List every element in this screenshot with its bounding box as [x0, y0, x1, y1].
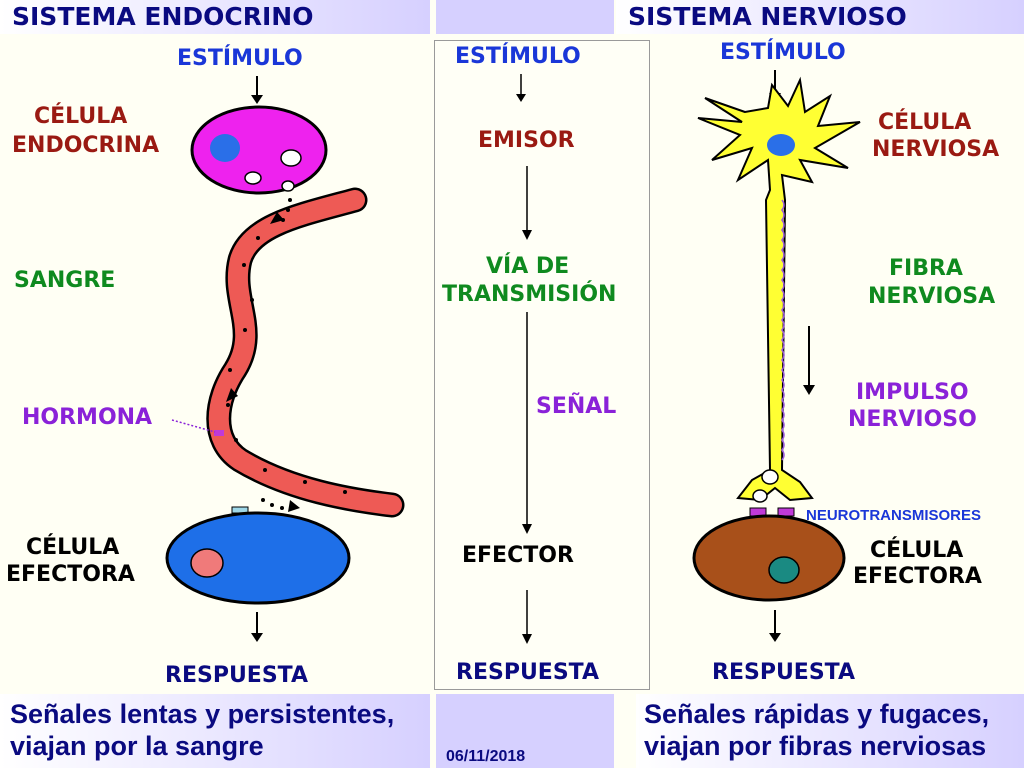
blood-vessel: [206, 187, 405, 518]
general-arrow-1: [516, 74, 526, 102]
nervous-effector-label-1: CÉLULA: [870, 538, 964, 563]
impulse-arrow: [803, 326, 815, 395]
hormone-pointer: [171, 419, 216, 433]
nerve-fiber-label-2: NERVIOSA: [868, 284, 996, 309]
emitter-label: EMISOR: [478, 128, 575, 153]
nervous-stimulus-label: ESTÍMULO: [720, 40, 846, 65]
summary-band-left: [0, 694, 430, 768]
endocrine-effector-label-2: EFECTORA: [6, 562, 135, 587]
general-arrow-3: [522, 312, 532, 534]
neuron: [697, 76, 861, 517]
endocrine-effector-cell: [165, 511, 351, 605]
neurotransmitters-label: NEUROTRANSMISORES: [806, 507, 982, 524]
effector-label: EFECTOR: [462, 543, 574, 568]
endocrine-summary-line-2: viajan por la sangre: [10, 731, 264, 761]
summary-band-middle: [436, 694, 614, 768]
general-response-label: RESPUESTA: [456, 660, 599, 685]
nervous-response-label: RESPUESTA: [712, 660, 855, 685]
title-band-middle: [436, 0, 614, 34]
endocrine-system-title: SISTEMA ENDOCRINO: [12, 2, 314, 31]
endocrine-cell-nucleus: [210, 134, 240, 162]
nerve-impulse-label-2: NERVIOSO: [848, 407, 977, 432]
endocrine-cell-label-2: ENDOCRINA: [12, 133, 160, 158]
general-arrow-4: [522, 590, 532, 644]
nervous-system-title: SISTEMA NERVIOSO: [628, 2, 907, 31]
general-scheme-panel: [434, 40, 650, 690]
hormone-label: HORMONA: [22, 405, 153, 430]
blood-label: SANGRE: [14, 268, 116, 293]
neuron-nucleus: [767, 134, 795, 156]
endocrine-cell-label-1: CÉLULA: [34, 104, 128, 129]
pathway-label-1: VÍA DE: [486, 254, 570, 279]
title-band-left: [0, 0, 430, 34]
nervous-effector-nucleus: [768, 556, 800, 584]
endocrine-effector-nucleus: [190, 548, 224, 578]
endocrine-response-label: RESPUESTA: [165, 663, 308, 688]
general-stimulus-label: ESTÍMULO: [455, 44, 581, 69]
nerve-cell-label-2: NERVIOSA: [872, 137, 1000, 162]
signal-label: SEÑAL: [536, 394, 617, 419]
endocrine-stimulus-label: ESTÍMULO: [177, 46, 303, 71]
nerve-fiber-label-1: FIBRA: [889, 256, 963, 281]
endocrine-stimulus-arrow: [251, 76, 263, 104]
nerve-cell-label-1: CÉLULA: [878, 110, 972, 135]
endocrine-cell: [190, 105, 328, 195]
nervous-effector-cell: [692, 514, 846, 602]
pathway-label-2: TRANSMISIÓN: [442, 282, 617, 307]
endocrine-effector-label-1: CÉLULA: [26, 535, 120, 560]
nervous-effector-label-2: EFECTORA: [853, 564, 982, 589]
nervous-summary-line-2: viajan por fibras nerviosas: [644, 731, 987, 761]
title-band-right: [616, 0, 1024, 34]
summary-band-right: [636, 694, 1024, 768]
endocrine-response-arrow: [251, 612, 263, 642]
endocrine-summary-line-1: Señales lentas y persistentes,: [10, 699, 395, 729]
nervous-summary-line-1: Señales rápidas y fugaces,: [644, 699, 990, 729]
nervous-response-arrow: [769, 610, 781, 642]
general-arrow-2: [522, 166, 532, 240]
nerve-impulse-label-1: IMPULSO: [856, 380, 969, 405]
date-label: 06/11/2018: [446, 748, 526, 765]
